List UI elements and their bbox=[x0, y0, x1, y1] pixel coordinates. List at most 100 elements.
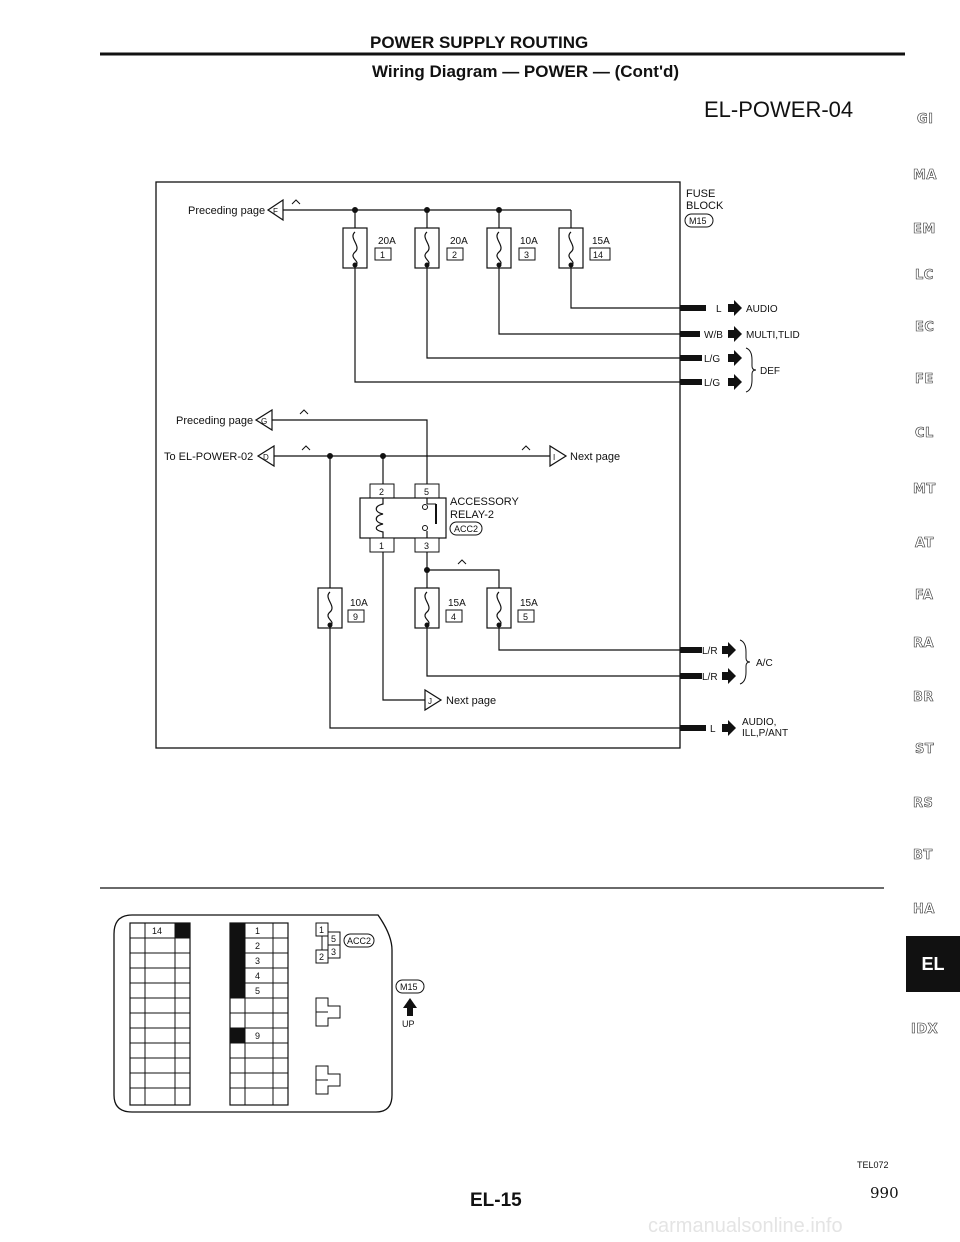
wire-color: L/R bbox=[702, 672, 718, 683]
next-page-label-i: Next page bbox=[570, 451, 620, 463]
fuse-rating: 15A bbox=[592, 236, 610, 247]
side-tab-ha[interactable]: HA bbox=[913, 902, 935, 918]
side-tab-bt[interactable]: BT bbox=[913, 848, 933, 864]
relay-label: RELAY-2 bbox=[450, 509, 494, 521]
relay-pin: 1 bbox=[379, 541, 384, 551]
diagram-subtitle: Wiring Diagram — POWER — (Cont'd) bbox=[372, 62, 679, 81]
fuse-terminal: 3 bbox=[524, 250, 529, 260]
output-arrow bbox=[728, 326, 742, 342]
wire-ill bbox=[329, 625, 680, 729]
fuse-2 bbox=[414, 227, 440, 269]
wire-color: L/G bbox=[704, 378, 720, 389]
fuse-terminal-box bbox=[445, 609, 463, 623]
side-tab-rs[interactable]: RS bbox=[913, 796, 934, 812]
wire-def-2 bbox=[354, 265, 680, 383]
relay-connector: ACC2 bbox=[454, 524, 478, 534]
side-tab-em[interactable]: EM bbox=[913, 222, 936, 238]
fuse-block-connector: M15 bbox=[689, 216, 707, 226]
connector-ellipse bbox=[343, 933, 375, 948]
connector-ellipse bbox=[684, 213, 714, 228]
wire-color: L bbox=[716, 304, 722, 315]
wire-color: L/G bbox=[704, 354, 720, 365]
flow-mark bbox=[299, 409, 309, 415]
fuse-rating: 20A bbox=[378, 236, 396, 247]
connector-ellipse bbox=[449, 521, 483, 536]
side-tab-st[interactable]: ST bbox=[915, 742, 935, 758]
connector-letter-d: D bbox=[263, 453, 269, 462]
output-arrow bbox=[722, 720, 736, 736]
connector-pin: 1 bbox=[255, 926, 260, 936]
side-tab-ra[interactable]: RA bbox=[913, 636, 935, 652]
flow-mark bbox=[457, 559, 467, 565]
fuse-lower-5 bbox=[486, 587, 512, 629]
output-audio: AUDIO bbox=[746, 304, 778, 315]
output-multi: MULTI,TLID bbox=[746, 330, 800, 341]
connector-letter-j: J bbox=[428, 697, 432, 706]
diagram-frame bbox=[155, 181, 681, 749]
fuse-rating: 15A bbox=[520, 598, 538, 609]
side-tab-cl[interactable]: CL bbox=[915, 426, 934, 442]
connector-shapes bbox=[315, 997, 341, 1095]
output-arrow bbox=[728, 350, 742, 366]
flow-mark bbox=[521, 445, 531, 451]
side-tab-lc[interactable]: LC bbox=[915, 268, 934, 284]
connector-letter-i: I bbox=[553, 453, 555, 462]
fuse-terminal-box bbox=[347, 609, 365, 623]
wire-multi bbox=[498, 265, 680, 335]
fuse-block-label: FUSE bbox=[686, 188, 715, 200]
output-ac: A/C bbox=[756, 658, 773, 669]
connector-pin: 5 bbox=[255, 986, 260, 996]
fuse-rating: 10A bbox=[520, 236, 538, 247]
page-number: 990 bbox=[870, 1184, 899, 1202]
fuse-terminal: 5 bbox=[523, 612, 528, 622]
side-tab-fa[interactable]: FA bbox=[915, 588, 934, 604]
wire-ac-2 bbox=[426, 625, 680, 677]
side-tab-br[interactable]: BR bbox=[913, 690, 934, 706]
wire-g bbox=[272, 419, 428, 484]
relay-pin-view: 5 bbox=[331, 934, 336, 944]
side-tab-el-active[interactable]: EL bbox=[906, 936, 960, 992]
side-tab-mt[interactable]: MT bbox=[913, 482, 936, 498]
next-page-label-j: Next page bbox=[446, 695, 496, 707]
fuse-rating: 20A bbox=[450, 236, 468, 247]
connector-letter-f: F bbox=[273, 207, 278, 216]
wire-def-1 bbox=[426, 265, 680, 359]
wire-color: L bbox=[710, 724, 716, 735]
side-tab-ma[interactable]: MA bbox=[913, 168, 937, 184]
fuse-connector-view-label: M15 bbox=[400, 982, 418, 992]
fuse-block-connector-view-2 bbox=[229, 922, 289, 1106]
connector-letter-g: G bbox=[261, 417, 267, 426]
output-arrow bbox=[722, 642, 736, 658]
relay-pin-view: 1 bbox=[319, 925, 324, 935]
accessory-relay bbox=[359, 483, 447, 553]
side-tab-ec[interactable]: EC bbox=[915, 320, 935, 336]
output-arrow bbox=[728, 374, 742, 390]
fuse-terminal: 1 bbox=[380, 250, 385, 260]
side-tab-fe[interactable]: FE bbox=[915, 372, 934, 388]
connector-views-outline bbox=[113, 914, 393, 1113]
fuse-rating: 15A bbox=[448, 598, 466, 609]
connector-pin: 3 bbox=[255, 956, 260, 966]
fuse-terminal-box bbox=[374, 247, 392, 261]
side-tab-idx[interactable]: IDX bbox=[911, 1022, 939, 1038]
wire-end-bar bbox=[680, 379, 702, 385]
connector-pin: 14 bbox=[152, 926, 162, 936]
relay-pin: 5 bbox=[424, 487, 429, 497]
fuse-4 bbox=[558, 227, 584, 269]
output-arrow bbox=[728, 300, 742, 316]
page-code: EL-15 bbox=[470, 1190, 522, 1211]
side-tab-at[interactable]: AT bbox=[915, 536, 934, 552]
wire-end-bar bbox=[680, 305, 706, 311]
side-tab-gi[interactable]: GI bbox=[917, 112, 934, 128]
fuse-terminal-box bbox=[446, 247, 464, 261]
fuse-terminal: 9 bbox=[353, 612, 358, 622]
preceding-page-label-f: Preceding page bbox=[188, 205, 265, 217]
fuse-terminal: 2 bbox=[452, 250, 457, 260]
wire-color: L/R bbox=[702, 646, 718, 657]
output-def: DEF bbox=[760, 366, 780, 377]
relay-connector-view-label: ACC2 bbox=[347, 936, 371, 946]
output-ill: AUDIO, bbox=[742, 717, 776, 728]
connector-arrow-i bbox=[549, 444, 568, 468]
to-el-power-02-label: To EL-POWER-02 bbox=[164, 451, 253, 463]
